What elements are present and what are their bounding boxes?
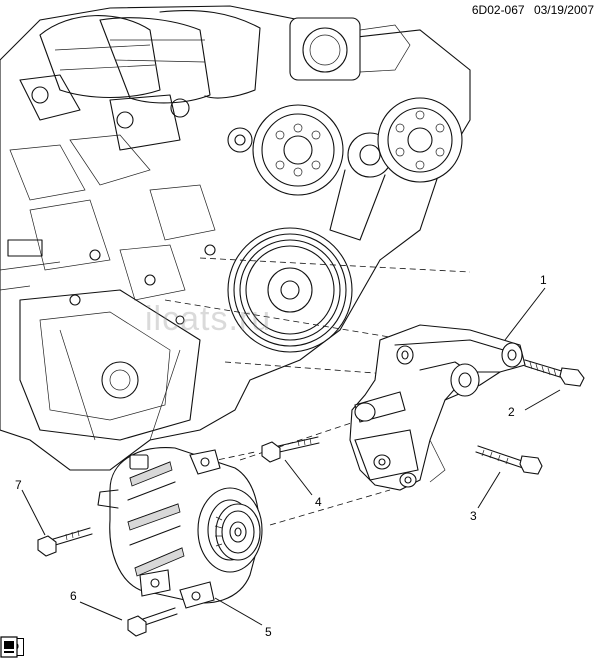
figure-header: 6D02-067 03/19/2007 (466, 3, 594, 17)
callout-labels: 1 2 3 4 5 6 7 (15, 273, 547, 639)
engine-assembly (0, 5, 471, 471)
callout-7: 7 (15, 478, 22, 492)
bolt-6 (127, 607, 178, 637)
watermark: ilcats.ru (145, 300, 272, 338)
callout-6: 6 (70, 589, 77, 603)
bolt-4 (261, 436, 320, 463)
callout-5: 5 (265, 625, 272, 639)
callout-3: 3 (470, 509, 477, 523)
gm-logo-icon (0, 636, 18, 658)
generator (97, 447, 263, 609)
pulley-cluster (227, 97, 463, 353)
figure-id: 6D02-067 (471, 3, 525, 17)
callout-2: 2 (508, 405, 515, 419)
bolt-2 (524, 359, 585, 387)
callout-4: 4 (315, 495, 322, 509)
bolt-3 (475, 445, 543, 475)
figure-date: 03/19/2007 (533, 3, 594, 17)
leader-lines (21, 287, 561, 626)
alternator-bracket (349, 324, 526, 491)
callout-1: 1 (540, 273, 547, 287)
bolt-7 (37, 527, 93, 557)
